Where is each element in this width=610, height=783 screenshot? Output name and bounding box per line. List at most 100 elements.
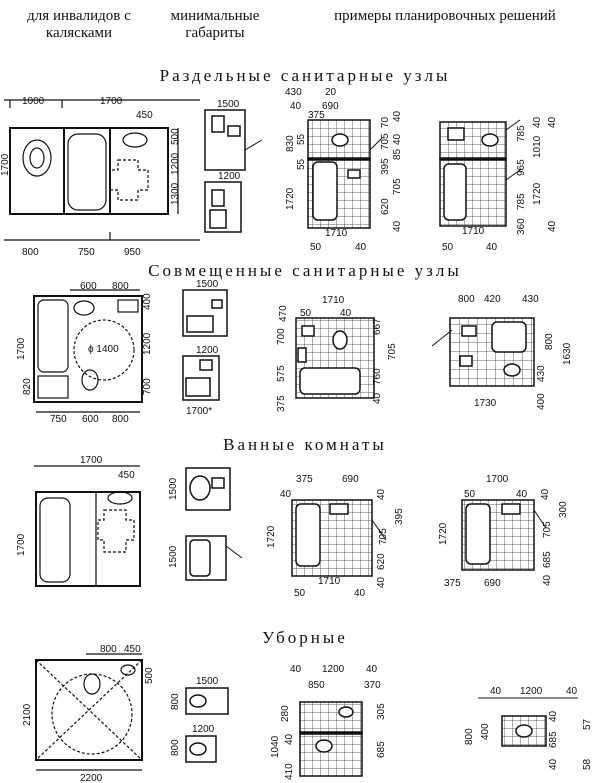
- s1-p1-n: 85: [392, 148, 403, 160]
- s1-p1-g: 55: [296, 133, 307, 145]
- s1-p1-t: 50: [310, 242, 322, 253]
- s2-dim-g: 820: [22, 378, 33, 395]
- s1-p1-u: 40: [355, 242, 367, 253]
- s3-dim-c: 1700: [16, 533, 27, 556]
- s4-p1-j: 40: [284, 733, 295, 745]
- s3-p2-j: 375: [444, 578, 461, 589]
- s4-p1-h: 1040: [270, 735, 281, 758]
- s1-dim-g: 1700: [0, 153, 11, 176]
- s3-p2-b: 50: [464, 489, 476, 500]
- s3-minimal: [185, 467, 243, 581]
- s2-p1-i: 760: [372, 368, 383, 385]
- s1-plan-2: [439, 119, 521, 227]
- s3-p1-d: 40: [376, 488, 387, 500]
- s3-p1-l: 40: [354, 588, 366, 599]
- s2-dim-a: 600: [80, 281, 97, 292]
- section-title-toilets: Уборные: [262, 628, 348, 647]
- section-title-combined: Совмещенные санитарные узлы: [148, 261, 462, 280]
- s1-p2-f: 785: [516, 193, 527, 210]
- s2-dim-d: 1700: [16, 337, 27, 360]
- s3-plan-2: [461, 499, 547, 571]
- header-col-layout-examples: примеры планировочных решений: [334, 8, 556, 24]
- s4-min-dim-1: 1500: [196, 676, 219, 687]
- s4-dim-c: 500: [144, 667, 155, 684]
- s1-p1-s: 1710: [325, 228, 348, 239]
- s3-min-dim-1: 1500: [168, 477, 179, 500]
- s2-plan-1: [295, 317, 375, 399]
- s4-p1-f: 280: [280, 705, 291, 722]
- s2-p1-f: 667: [372, 318, 383, 335]
- s2-p1-g: 575: [276, 365, 287, 382]
- s3-p1-e: 395: [394, 508, 405, 525]
- s2-p1-c: 50: [300, 308, 312, 319]
- s2-dim-i: 750: [50, 414, 67, 425]
- s2-p2-f: 1630: [562, 342, 573, 365]
- s1-p1-l: 705: [380, 133, 391, 150]
- section-title-separate: Раздельные санитарные узлы: [159, 66, 451, 85]
- s4-dim-e: 2200: [80, 773, 103, 783]
- s2-disabled-plan: [33, 289, 143, 413]
- s2-p2-h: 400: [536, 393, 547, 410]
- s4-p2-e: 400: [480, 723, 491, 740]
- s3-p1-k: 50: [294, 588, 306, 599]
- s4-dim-a: 800: [100, 644, 117, 655]
- s4-p1-i: 685: [376, 741, 387, 758]
- s1-p2-e: 1720: [532, 182, 543, 205]
- s1-p2-a: 40: [532, 116, 543, 128]
- s3-p1-j: 1710: [318, 576, 341, 587]
- s4-p2-j: 58: [582, 758, 593, 770]
- s1-dim-i: 750: [78, 247, 95, 258]
- s4-p2-a: 40: [490, 686, 502, 697]
- s1-p1-b: 20: [325, 87, 337, 98]
- s4-p1-b: 1200: [322, 664, 345, 675]
- s4-p1-g: 305: [376, 703, 387, 720]
- s3-p2-f: 1720: [438, 522, 449, 545]
- s4-p2-c: 40: [566, 686, 578, 697]
- s4-plan-1: [299, 701, 363, 777]
- s2-dim-k: 800: [112, 414, 129, 425]
- s1-p1-k: 40: [392, 110, 403, 122]
- s4-min-dim-3: 1200: [192, 724, 215, 735]
- header-col-min-dimensions: минимальные габариты: [170, 8, 260, 41]
- s1-dim-c: 450: [136, 110, 153, 121]
- s3-p1-a: 375: [296, 474, 313, 485]
- s3-p1-c: 40: [280, 489, 292, 500]
- s4-p2-f: 40: [548, 710, 559, 722]
- s2-p2-g: 1730: [474, 398, 497, 409]
- s3-p2-d: 40: [540, 488, 551, 500]
- s3-min-dim-2: 1500: [168, 545, 179, 568]
- s4-p2-d: 800: [464, 728, 475, 745]
- s2-p1-d: 40: [340, 308, 352, 319]
- s4-disabled-plan: [35, 653, 143, 771]
- s3-p1-g: 705: [378, 528, 389, 545]
- s4-p2-i: 57: [582, 718, 593, 730]
- s1-p1-c: 40: [290, 101, 302, 112]
- s3-p2-g: 705: [542, 521, 553, 538]
- s1-p1-i: 1720: [285, 187, 296, 210]
- s4-plan-2: [478, 697, 578, 747]
- s3-disabled-plan: [34, 465, 141, 587]
- s3-p1-f: 1720: [266, 525, 277, 548]
- s2-min-dim-2: 1200: [196, 345, 219, 356]
- s4-p1-a: 40: [290, 664, 302, 675]
- s4-p1-e: 370: [364, 680, 381, 691]
- s4-minimal: [185, 687, 229, 763]
- s1-dim-e: 1200: [170, 152, 181, 175]
- s1-dim-f: 1300: [170, 182, 181, 205]
- s2-dim-j: 600: [82, 414, 99, 425]
- s2-p2-d: 800: [544, 333, 555, 350]
- s2-dim-c: 400: [142, 293, 153, 310]
- s1-p1-m: 40: [392, 133, 403, 145]
- s1-dim-h: 800: [22, 247, 39, 258]
- s2-p1-k: 40: [372, 392, 383, 404]
- s1-min-dim-1: 1500: [217, 99, 240, 110]
- s4-p1-c: 40: [366, 664, 378, 675]
- header-col-disabled: для инвалидов с калясками: [27, 8, 131, 41]
- s1-dim-j: 950: [124, 247, 141, 258]
- s3-p1-h: 620: [376, 553, 387, 570]
- s2-dim-h: 700: [142, 378, 153, 395]
- s1-p1-r: 40: [392, 220, 403, 232]
- s2-p2-a: 800: [458, 294, 475, 305]
- s1-p2-c: 785: [516, 125, 527, 142]
